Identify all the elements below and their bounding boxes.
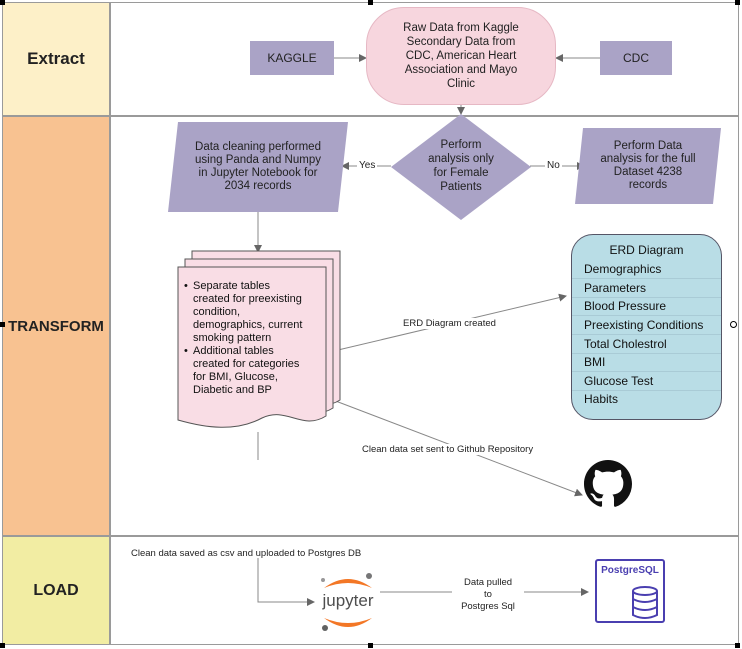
selection-handle xyxy=(0,0,5,5)
lane-extract-area xyxy=(110,2,739,116)
selection-handle xyxy=(368,0,373,5)
cleaning-line: 2034 records xyxy=(224,180,292,192)
cleaning-line: using Panda and Numpy xyxy=(195,154,321,166)
raw-data-box: Raw Data from Kaggle Secondary Data from… xyxy=(366,7,556,105)
lane-extract-label: Extract xyxy=(27,49,85,68)
document-line: created for preexisting xyxy=(193,293,302,305)
erd-item: Total Cholestrol xyxy=(572,335,721,354)
erd-item: Glucose Test xyxy=(572,372,721,391)
lane-transform-area xyxy=(110,116,739,536)
full-dataset-line: Dataset 4238 xyxy=(613,166,683,178)
bullet-icon: • xyxy=(184,345,188,357)
kaggle-box: KAGGLE xyxy=(250,41,334,75)
postgresql-icon: PostgreSQL xyxy=(595,559,665,623)
decision-diamond xyxy=(391,114,531,220)
lane-transform-label: TRANSFORM xyxy=(8,317,104,335)
document-text: • Separate tables created for preexistin… xyxy=(184,280,330,397)
decision-line: Perform xyxy=(440,139,482,151)
erd-item: Parameters xyxy=(572,279,721,298)
lane-load-area xyxy=(110,536,739,645)
jupyter-arcs-icon xyxy=(321,573,372,631)
multi-document xyxy=(177,250,341,428)
raw-data-line: Association and Mayo xyxy=(404,64,518,76)
full-dataset-parallelogram xyxy=(575,128,721,204)
lane-load-label: LOAD xyxy=(33,581,79,599)
csv-label: Clean data saved as csv and uploaded to … xyxy=(131,548,362,559)
postgresql-label: PostgreSQL xyxy=(601,565,659,576)
cleaning-parallelogram xyxy=(168,122,348,212)
selection-handle xyxy=(735,643,740,648)
cdc-label: CDC xyxy=(623,51,649,65)
no-label: No xyxy=(545,160,562,171)
full-dataset-line: records xyxy=(628,179,668,191)
jupyter-wordmark: jupyter xyxy=(322,591,374,610)
erd-title: ERD Diagram xyxy=(609,243,684,257)
database-icon xyxy=(632,586,658,619)
full-dataset-line: Perform Data xyxy=(613,140,683,152)
cleaning-line: in Jupyter Notebook for xyxy=(198,167,318,179)
cleaning-text: Data cleaning performed using Panda and … xyxy=(176,130,340,204)
raw-data-line: CDC, American Heart xyxy=(405,50,517,62)
selection-handle xyxy=(735,0,740,5)
yes-label: Yes xyxy=(357,160,378,171)
erd-box: ERD Diagram Demographics Parameters Bloo… xyxy=(571,234,722,420)
document-line: Separate tables xyxy=(193,280,271,292)
document-line: Additional tables xyxy=(193,345,274,357)
full-dataset-text: Perform Data analysis for the full Datas… xyxy=(582,134,714,198)
decision-text: Perform analysis only for Female Patient… xyxy=(410,136,512,196)
document-line: Diabetic and BP xyxy=(193,384,272,396)
erd-item: Preexisting Conditions xyxy=(572,316,721,335)
decision-line: for Female xyxy=(433,167,489,179)
decision-line: Patients xyxy=(440,181,482,193)
cleaning-line: Data cleaning performed xyxy=(195,141,321,153)
pulled-line: Data pulled xyxy=(463,577,513,588)
document-line: demographics, current xyxy=(193,319,303,331)
erd-item: Habits xyxy=(584,392,619,406)
document-bullet-1: • Separate tables created for preexistin… xyxy=(184,280,330,345)
lane-extract: Extract xyxy=(2,2,110,116)
raw-data-line: Raw Data from Kaggle xyxy=(403,22,519,34)
selection-handle xyxy=(368,643,373,648)
full-dataset-line: analysis for the full xyxy=(600,153,696,165)
document-line: for BMI, Glucose, xyxy=(193,371,278,383)
document-line: condition, xyxy=(193,306,241,318)
cdc-box: CDC xyxy=(600,41,672,75)
pulled-line: to xyxy=(484,589,492,600)
document-line: created for categories xyxy=(193,358,300,370)
raw-data-line: Clinic xyxy=(446,78,476,90)
arrow-csv-jupyter xyxy=(257,558,315,606)
decision-line: analysis only xyxy=(428,153,494,165)
selection-handle xyxy=(0,322,5,327)
raw-data-line: Secondary Data from xyxy=(406,36,516,48)
erd-created-label: ERD Diagram created xyxy=(402,318,497,329)
kaggle-label: KAGGLE xyxy=(267,51,317,65)
document-line: smoking pattern xyxy=(193,332,272,344)
document-bullet-2: • Additional tables created for categori… xyxy=(184,345,330,397)
erd-item: BMI xyxy=(572,353,721,372)
github-icon xyxy=(584,460,632,507)
pulled-label: Data pulled to Postgres Sql xyxy=(452,577,524,613)
erd-item: Blood Pressure xyxy=(572,297,721,316)
github-label: Clean data set sent to Github Repository xyxy=(361,444,535,455)
pulled-line: Postgres Sql xyxy=(461,601,515,612)
jupyter-logo: jupyter xyxy=(314,568,382,636)
selection-handle xyxy=(730,321,737,328)
lane-load: LOAD xyxy=(2,536,110,645)
selection-handle xyxy=(0,643,5,648)
erd-item: Demographics xyxy=(572,260,721,279)
bullet-icon: • xyxy=(184,280,188,292)
